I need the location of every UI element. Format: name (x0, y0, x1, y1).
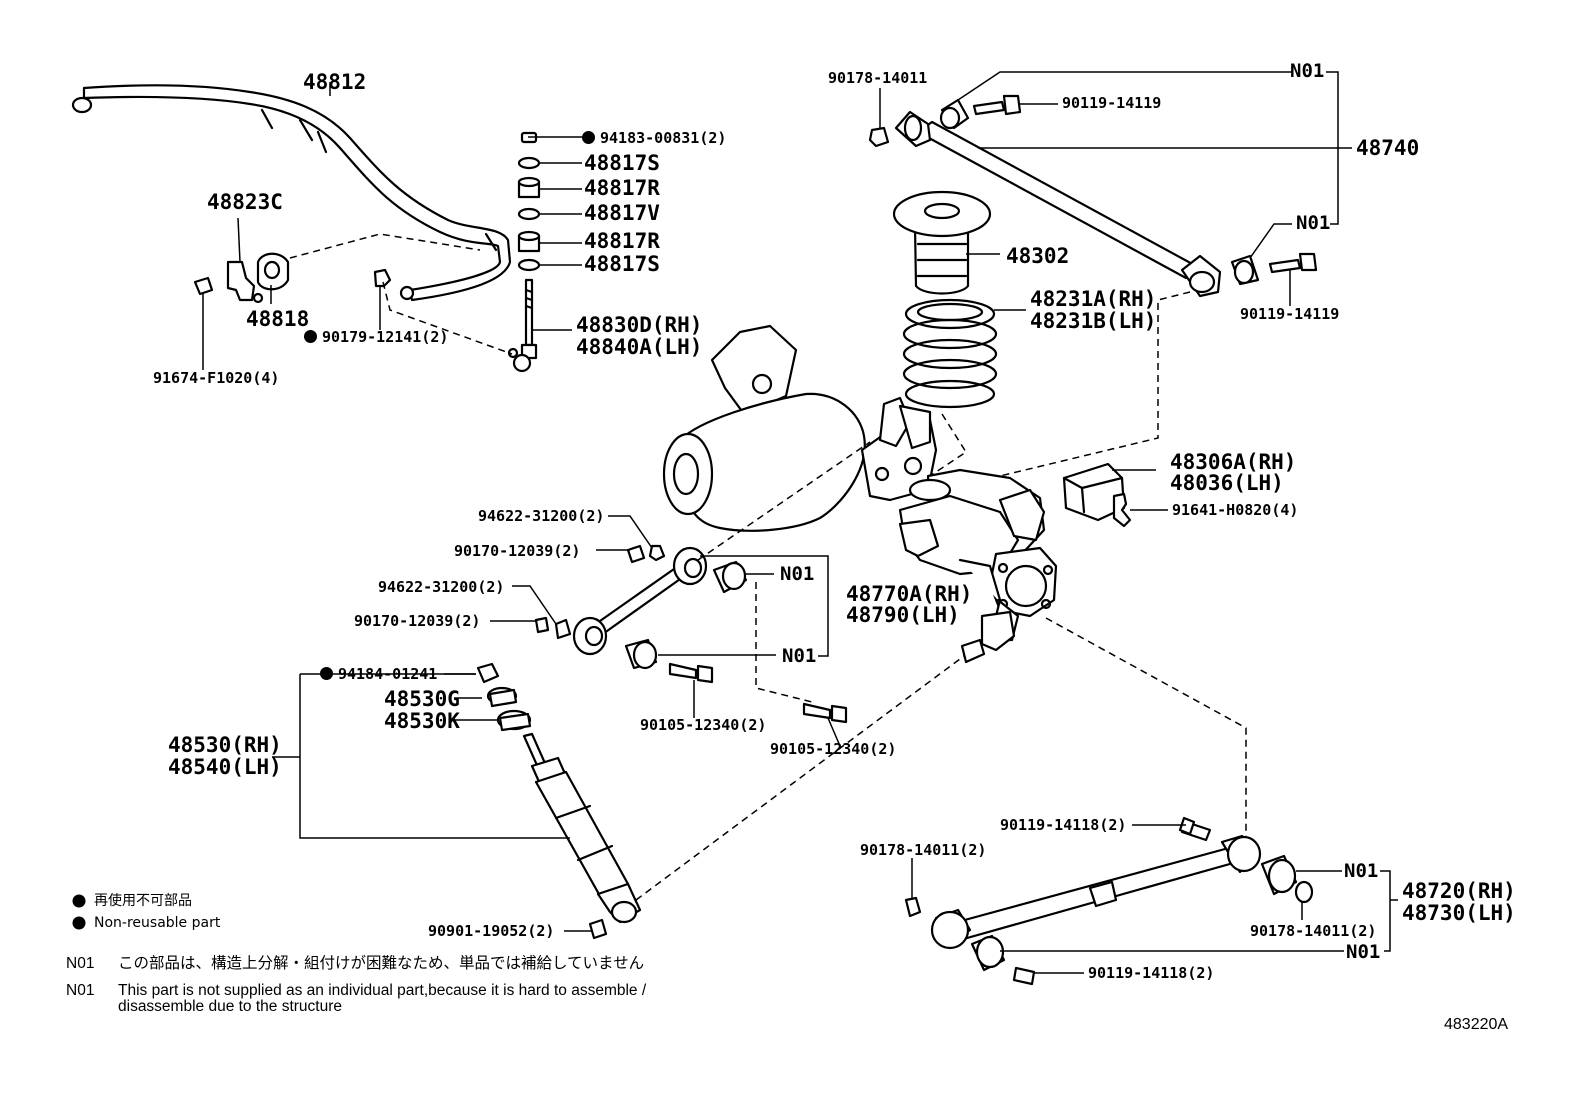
stabilizer-bracket-drawing (193, 252, 290, 304)
label-link-washer-v[interactable]: 48817V (584, 201, 660, 225)
legend-non-reusable-jp: 再使用不可部品 (94, 893, 192, 909)
legend-non-reusable-en: Non-reusable part (94, 915, 221, 931)
tag-n01-upper-rear[interactable]: N01 (1296, 212, 1331, 234)
label-lateral-washer-a[interactable]: 94622-31200(2) (478, 507, 605, 525)
label-bar-nut[interactable]: 90179-12141(2) (304, 330, 448, 345)
stabilizer-bar-drawing (71, 84, 512, 302)
label-lower-bolt-top[interactable]: 90119-14118(2) (1000, 816, 1127, 834)
label-upper-arm-bolt-rear[interactable]: 90119-14119 (1240, 305, 1340, 323)
label-lateral-rod-rh[interactable]: 48770A(RH) (846, 582, 973, 606)
label-lateral-bolt-a[interactable]: 90105-12340(2) (640, 716, 767, 734)
label-lower-nut-left[interactable]: 90178-14011(2) (860, 841, 987, 859)
label-shock-lh[interactable]: 48540(LH) (168, 755, 282, 779)
label-link-lh[interactable]: 48840A(LH) (576, 335, 703, 359)
upper-control-arm-drawing (868, 94, 1318, 298)
label-shock-nut[interactable]: 94184-01241 (320, 667, 437, 682)
label-spring-seat-rh[interactable]: 48306A(RH) (1170, 450, 1297, 474)
note-text-en-line1: This part is not supplied as an individu… (118, 982, 647, 999)
label-upper-arm-nut[interactable]: 90178-14011 (828, 69, 928, 87)
tag-n01-lower-lower[interactable]: N01 (1346, 941, 1381, 963)
label-upper-arm-bolt-front[interactable]: 90119-14119 (1062, 94, 1162, 112)
label-bracket-bolt[interactable]: 91674-F1020(4) (153, 369, 280, 387)
axle-housing-drawing (662, 324, 1058, 664)
label-lateral-rod-lh[interactable]: 48790(LH) (846, 603, 960, 627)
label-link-washer-a[interactable]: 48817S (584, 151, 660, 175)
lower-control-arm-drawing (904, 816, 1314, 986)
spring-seat-drawing (1062, 462, 1132, 528)
label-lower-arm-lh[interactable]: 48730(LH) (1402, 901, 1516, 925)
label-lateral-bolt-b[interactable]: 90105-12340(2) (770, 740, 897, 758)
label-shock-bolt[interactable]: 90901-19052(2) (428, 922, 555, 940)
diagram-reference-number: 483220A (1444, 1016, 1509, 1033)
bump-stopper-drawing (892, 190, 992, 295)
label-spring-lh[interactable]: 48231B(LH) (1030, 309, 1157, 333)
label-upper-arm[interactable]: 48740 (1356, 136, 1420, 160)
non-reusable-dot-icon (320, 667, 333, 680)
label-stabilizer-bushing[interactable]: 48818 (246, 307, 310, 331)
label-spring-rh[interactable]: 48231A(RH) (1030, 287, 1157, 311)
note-text-jp: この部品は、構造上分解・組付けが困難なため、単品では補給していません (118, 955, 645, 972)
label-spring-seat-lh[interactable]: 48036(LH) (1170, 471, 1284, 495)
tag-n01-upper-front[interactable]: N01 (1290, 60, 1325, 82)
label-shock-cushion-g[interactable]: 48530G (384, 687, 460, 711)
label-link-washer-b[interactable]: 48817S (584, 252, 660, 276)
non-reusable-dot-icon (304, 330, 317, 343)
label-lateral-nut-a[interactable]: 90170-12039(2) (454, 542, 581, 560)
non-reusable-dot-icon (582, 131, 595, 144)
note-text-en-line2: disassemble due to the structure (118, 998, 343, 1015)
label-lower-bolt-bottom[interactable]: 90119-14118(2) (1088, 964, 1215, 982)
label-link-rh[interactable]: 48830D(RH) (576, 313, 703, 337)
stabilizer-link-drawing (507, 131, 541, 373)
label-lower-arm-rh[interactable]: 48720(RH) (1402, 879, 1516, 903)
label-lateral-nut-b[interactable]: 90170-12039(2) (354, 612, 481, 630)
note-code-en: N01 (66, 982, 95, 999)
shock-absorber-drawing (476, 662, 642, 940)
note-code-jp: N01 (66, 955, 95, 972)
label-stabilizer-bar[interactable]: 48812 (303, 70, 367, 94)
label-lateral-washer-b[interactable]: 94622-31200(2) (378, 578, 505, 596)
lateral-control-rod-drawing (534, 544, 848, 724)
label-shock-rh[interactable]: 48530(RH) (168, 733, 282, 757)
label-shock-cushion-k[interactable]: 48530K (384, 709, 460, 733)
label-link-nut[interactable]: 94183-00831(2) (582, 131, 726, 146)
label-seat-bolt[interactable]: 91641-H0820(4) (1172, 501, 1299, 519)
tag-n01-lateral-lower[interactable]: N01 (782, 645, 817, 667)
label-bump-stopper[interactable]: 48302 (1006, 244, 1070, 268)
label-stabilizer-bracket[interactable]: 48823C (207, 190, 283, 214)
label-link-bushing-b[interactable]: 48817R (584, 229, 660, 253)
label-lower-nut-right[interactable]: 90178-14011(2) (1250, 922, 1377, 940)
bar-nut-drawing (373, 268, 392, 288)
tag-n01-lateral-upper[interactable]: N01 (780, 563, 815, 585)
coil-spring-drawing (902, 298, 998, 409)
label-link-bushing-a[interactable]: 48817R (584, 176, 660, 200)
tag-n01-lower-upper[interactable]: N01 (1344, 860, 1379, 882)
